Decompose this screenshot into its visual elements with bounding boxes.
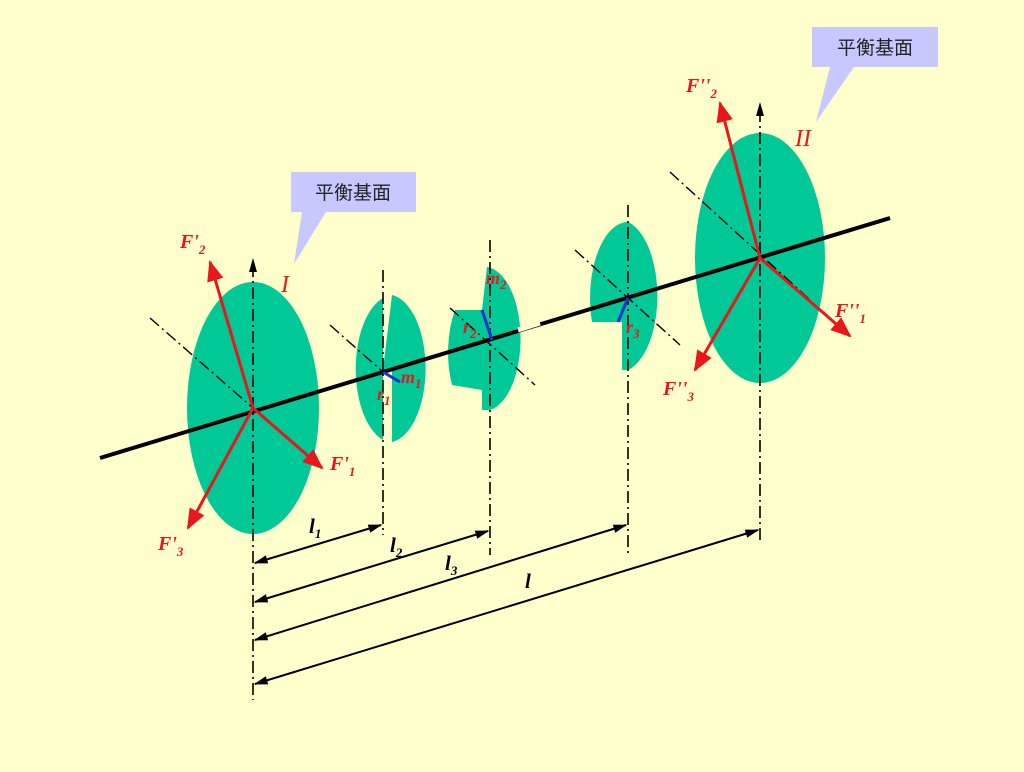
callout-plane-1: 平衡基面 (291, 172, 416, 264)
label-f3-prime: F'3 (157, 533, 184, 559)
callout-plane-2: 平衡基面 (812, 27, 938, 122)
label-r2: r2 (463, 317, 477, 341)
label-l: l (525, 569, 531, 593)
label-f1-double: F''1 (834, 300, 866, 326)
force-f2-prime (207, 259, 255, 409)
disk-m3 (590, 222, 658, 370)
label-f2-double: F''2 (685, 75, 717, 101)
label-l1: l1 (309, 514, 321, 541)
label-l2: l2 (390, 533, 403, 560)
plane-2-numeral: II (794, 126, 812, 152)
label-r1: r1 (377, 384, 391, 408)
label-f2-prime: F'2 (179, 231, 206, 257)
label-f1-prime: F'1 (329, 453, 355, 479)
force-f1-prime (252, 406, 324, 470)
label-f3-double: F''3 (662, 378, 694, 404)
force-f3-prime (186, 407, 255, 530)
plane-1-numeral: I (280, 272, 290, 298)
force-f3-double (693, 257, 762, 372)
label-m2: m2 (486, 268, 507, 292)
dim-line-l3 (253, 524, 628, 641)
label-m1: m1 (401, 367, 422, 391)
plane-2-label: 平衡基面 (837, 37, 913, 59)
dim-line-l (253, 529, 760, 685)
label-l3: l3 (445, 551, 458, 578)
force-f1-double (759, 256, 852, 338)
plane-1-label: 平衡基面 (315, 182, 391, 204)
label-r3: r3 (626, 317, 640, 341)
force-f2-double (716, 100, 762, 259)
